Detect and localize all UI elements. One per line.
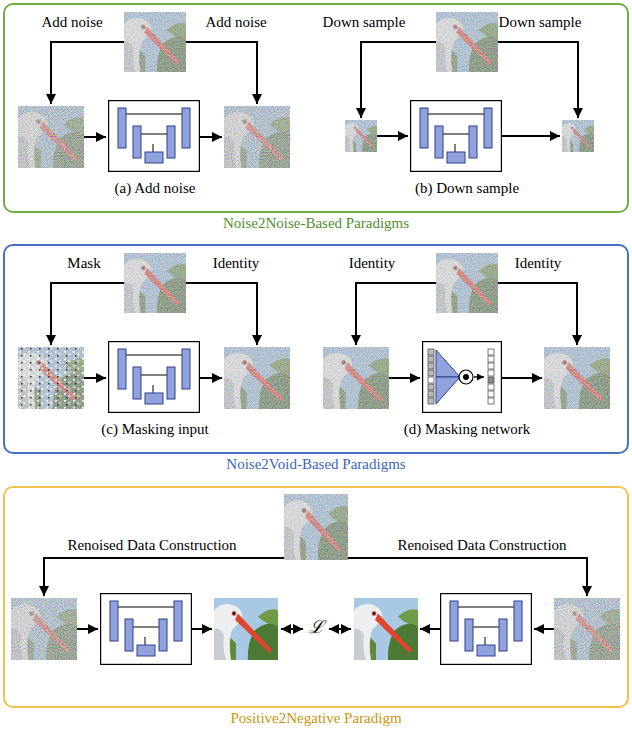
flow-arrow <box>498 283 577 345</box>
downsampled-image <box>562 120 594 152</box>
loss-arrow <box>329 628 351 630</box>
noisy-image <box>323 347 389 409</box>
noisier-image <box>18 106 84 168</box>
unet-network <box>109 101 200 172</box>
noisy-image <box>544 347 610 409</box>
flow-arrow <box>348 558 587 596</box>
arrow-label: Renoised Data Construction <box>67 536 236 554</box>
flow-arrow <box>84 377 106 379</box>
arrow-label: Mask <box>67 254 100 272</box>
noisy-image <box>436 253 498 313</box>
subfigure-caption: (b) Down sample <box>415 179 519 197</box>
paradigm-panel: Noise2Void-Based Paradigms <box>3 244 629 454</box>
paradigm-panel: Positive2Negative Paradigm <box>3 486 629 708</box>
denoised-image <box>214 598 278 660</box>
panel-a-figure <box>18 12 290 171</box>
subfigure-caption: (a) Add noise <box>115 179 196 197</box>
loss-arrow <box>281 628 303 630</box>
flow-arrow <box>377 135 408 137</box>
flow-arrow <box>192 628 212 630</box>
unet-network <box>441 594 532 665</box>
arrow-label: Identity <box>213 254 260 272</box>
noisy-image <box>436 12 498 72</box>
unet-network <box>109 342 200 413</box>
subfigure-caption: (c) Masking input <box>101 420 208 438</box>
flow-arrow <box>502 377 542 379</box>
arrow-label: Down sample <box>323 13 406 31</box>
panel-heading: Noise2Noise-Based Paradigms <box>5 215 627 232</box>
flow-arrow <box>498 42 578 118</box>
flow-arrow <box>186 42 257 104</box>
arrow-label: Add noise <box>41 13 102 31</box>
unet-network <box>411 101 502 172</box>
flow-arrow <box>200 136 222 138</box>
mask-overlay <box>18 347 84 409</box>
panel-heading: Positive2Negative Paradigm <box>5 710 627 727</box>
noisy-image <box>224 347 290 409</box>
flow-arrow <box>51 42 124 104</box>
blind-spot-network <box>423 342 502 413</box>
noisy-image <box>124 12 186 72</box>
arrow-label: Renoised Data Construction <box>397 536 566 554</box>
flow-arrow <box>356 283 436 345</box>
panel-heading: Noise2Void-Based Paradigms <box>5 456 627 473</box>
flow-arrow <box>420 628 440 630</box>
noisy-image <box>284 494 348 560</box>
noisy-image <box>124 253 186 313</box>
arrow-label: Identity <box>349 254 396 272</box>
flow-arrow <box>51 283 124 345</box>
unet-network <box>101 594 192 665</box>
arrow-label: Down sample <box>499 13 582 31</box>
flow-arrow <box>389 377 420 379</box>
arrow-label: Add noise <box>205 13 266 31</box>
flow-arrow <box>534 628 554 630</box>
flow-arrow <box>77 628 98 630</box>
panel-d-figure <box>323 253 610 412</box>
paradigm-panel: Noise2Noise-Based Paradigms <box>3 3 629 213</box>
flow-arrow <box>200 377 222 379</box>
flow-arrow <box>84 136 106 138</box>
loss-symbol: ℒ <box>309 617 324 638</box>
renoised-image <box>554 598 620 660</box>
denoised-image <box>354 598 418 660</box>
flow-arrow <box>186 283 257 345</box>
panel-b-figure <box>345 12 594 171</box>
masked-image <box>18 347 84 409</box>
arrow-label: Identity <box>515 254 562 272</box>
subfigure-caption: (d) Masking network <box>404 420 531 438</box>
panel-c-figure <box>18 253 290 412</box>
renoised-image <box>11 598 77 660</box>
flow-arrow <box>361 42 436 118</box>
downsampled-image <box>345 120 377 152</box>
flow-arrow <box>44 558 284 596</box>
flow-arrow <box>502 135 560 137</box>
p2n-figure <box>11 494 620 664</box>
noisier-image <box>224 106 290 168</box>
